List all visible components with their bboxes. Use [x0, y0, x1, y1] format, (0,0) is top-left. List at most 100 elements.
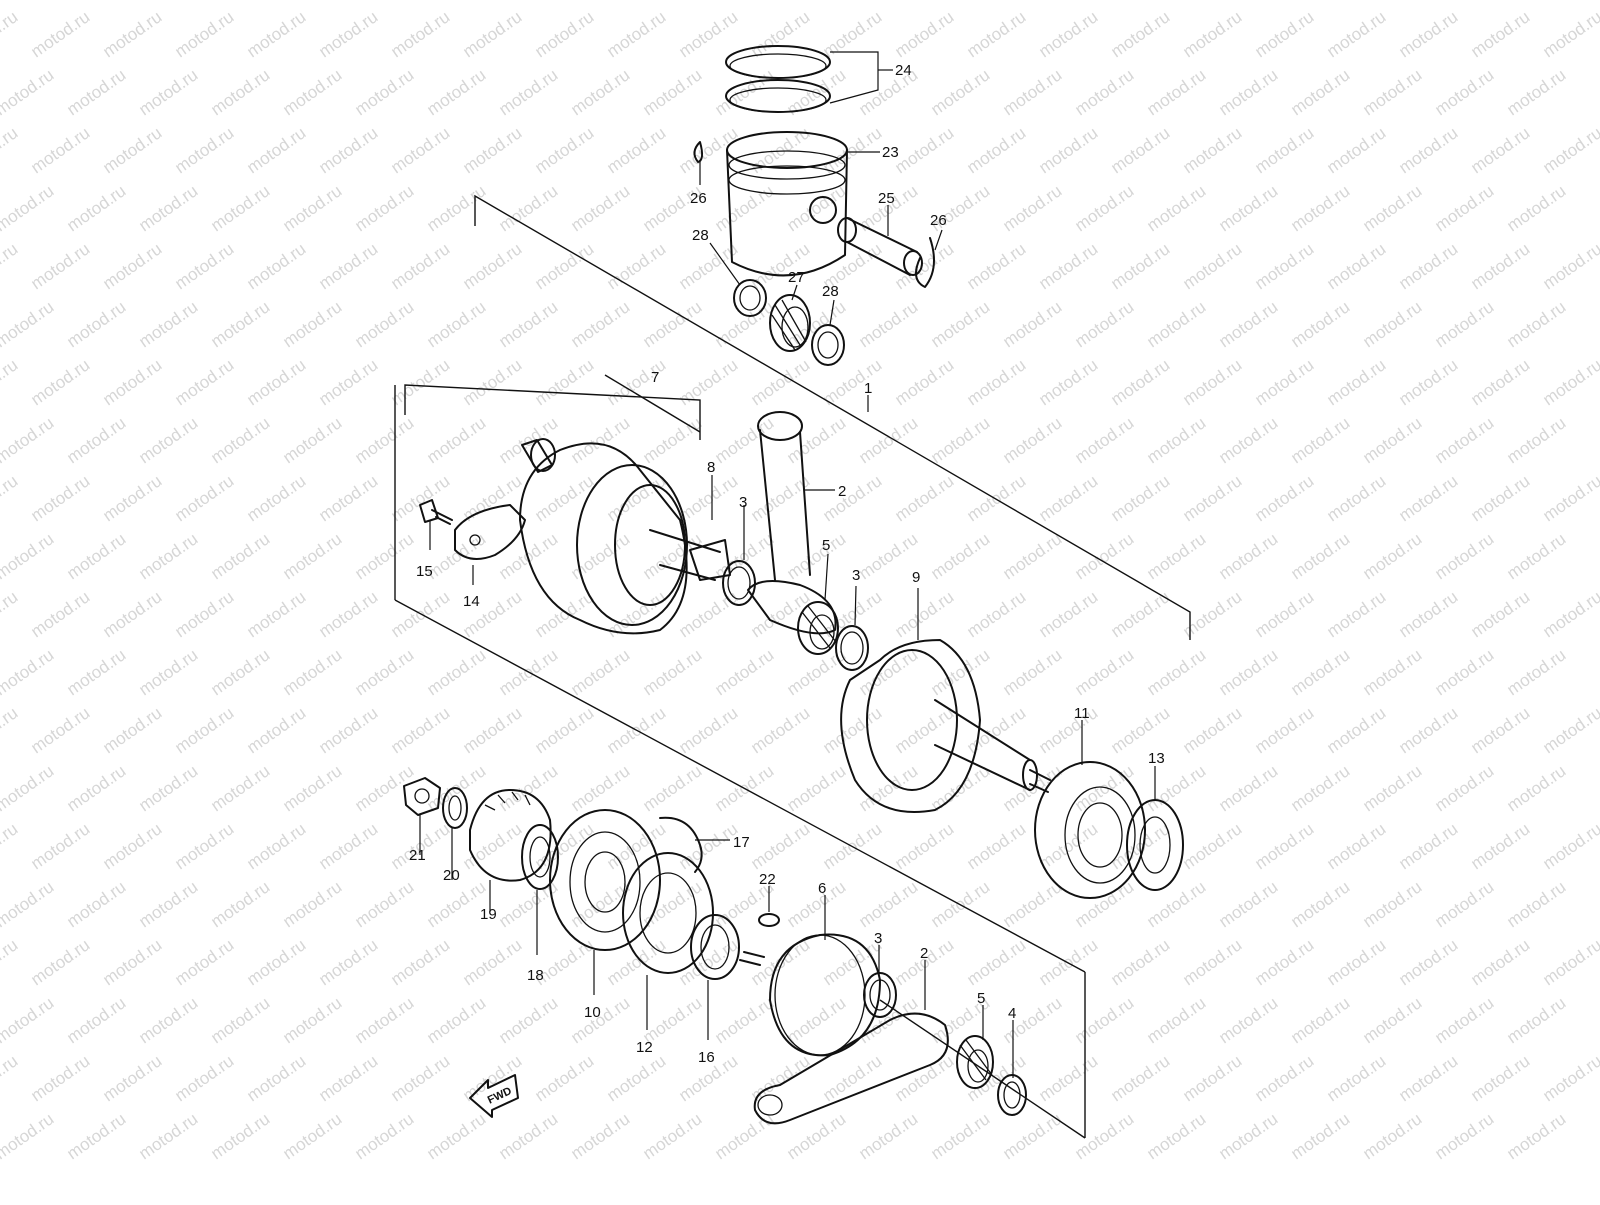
watermark-text: motod.ru	[315, 1051, 381, 1105]
watermark-text: motod.ru	[207, 181, 273, 235]
watermark-text: motod.ru	[1323, 587, 1389, 641]
callout-21: 21	[409, 847, 426, 864]
watermark-text: motod.ru	[135, 1109, 201, 1163]
watermark-text: motod.ru	[0, 123, 21, 177]
watermark-text: motod.ru	[459, 239, 525, 293]
watermark-text: motod.ru	[207, 1109, 273, 1163]
callout-19: 19	[480, 906, 497, 923]
watermark-text: motod.ru	[243, 819, 309, 873]
thrust-washer-28-right	[811, 324, 845, 366]
watermark-text: motod.ru	[1287, 993, 1353, 1047]
watermark-text: motod.ru	[315, 587, 381, 641]
watermark-text: motod.ru	[1035, 239, 1101, 293]
ball-bearing-10	[549, 809, 661, 951]
watermark-text: motod.ru	[531, 123, 597, 177]
watermark-text: motod.ru	[0, 239, 21, 293]
watermark-text: motod.ru	[99, 1051, 165, 1105]
watermark-text: motod.ru	[1539, 587, 1600, 641]
watermark-text: motod.ru	[1035, 7, 1101, 61]
watermark-text: motod.ru	[1323, 239, 1389, 293]
watermark-text: motod.ru	[1071, 993, 1137, 1047]
watermark-text: motod.ru	[1071, 413, 1137, 467]
watermark-text: motod.ru	[963, 355, 1029, 409]
watermark-text: motod.ru	[1071, 181, 1137, 235]
watermark-text: motod.ru	[99, 7, 165, 61]
watermark-text: motod.ru	[279, 529, 345, 583]
watermark-text: motod.ru	[1215, 413, 1281, 467]
watermark-text: motod.ru	[1359, 993, 1425, 1047]
watermark-text: motod.ru	[567, 413, 633, 467]
watermark-text: motod.ru	[1359, 413, 1425, 467]
watermark-text: motod.ru	[459, 7, 525, 61]
watermark-text: motod.ru	[783, 181, 849, 235]
watermark-text: motod.ru	[387, 1051, 453, 1105]
watermark-text: motod.ru	[459, 123, 525, 177]
watermark-text: motod.ru	[1071, 877, 1137, 931]
watermark-text: motod.ru	[819, 1051, 885, 1105]
watermark-text: motod.ru	[279, 761, 345, 815]
watermark-text: motod.ru	[531, 587, 597, 641]
assembly-frame-left-half	[404, 384, 701, 440]
watermark-text: motod.ru	[1143, 65, 1209, 119]
callout-6: 6	[818, 880, 826, 897]
watermark-text: motod.ru	[1467, 819, 1533, 873]
watermark-text: motod.ru	[1143, 993, 1209, 1047]
watermark-text: motod.ru	[1071, 761, 1137, 815]
watermark-text: motod.ru	[603, 123, 669, 177]
watermark-text: motod.ru	[1287, 877, 1353, 931]
watermark-text: motod.ru	[963, 7, 1029, 61]
watermark-text: motod.ru	[1359, 0, 1425, 3]
watermark-text: motod.ru	[63, 761, 129, 815]
watermark-text: motod.ru	[495, 413, 561, 467]
watermark-text: motod.ru	[27, 355, 93, 409]
assembly-frame-diagonal	[394, 599, 1086, 973]
watermark-text: motod.ru	[927, 413, 993, 467]
watermark-text: motod.ru	[1215, 65, 1281, 119]
watermark-text: motod.ru	[1467, 123, 1533, 177]
watermark-text: motod.ru	[495, 0, 561, 3]
watermark-text: motod.ru	[819, 703, 885, 757]
watermark-text: motod.ru	[315, 819, 381, 873]
watermark-text: motod.ru	[171, 471, 237, 525]
watermark-text: motod.ru	[387, 355, 453, 409]
watermark-text: motod.ru	[171, 587, 237, 641]
watermark-text: motod.ru	[1035, 1051, 1101, 1105]
watermark-text: motod.ru	[135, 529, 201, 583]
watermark-text: motod.ru	[351, 65, 417, 119]
watermark-text: motod.ru	[1503, 181, 1569, 235]
watermark-text: motod.ru	[27, 935, 93, 989]
watermark-text: motod.ru	[1035, 587, 1101, 641]
watermark-text: motod.ru	[891, 123, 957, 177]
watermark-text: motod.ru	[639, 413, 705, 467]
watermark-text: motod.ru	[0, 1051, 21, 1105]
watermark-text: motod.ru	[99, 239, 165, 293]
callout-4: 4	[1008, 1005, 1016, 1022]
watermark-text: motod.ru	[1395, 819, 1461, 873]
watermark-text: motod.ru	[963, 471, 1029, 525]
watermark-text: motod.ru	[1539, 7, 1600, 61]
watermark-text: motod.ru	[1431, 0, 1497, 3]
callout-26-left: 26	[690, 190, 707, 207]
watermark-text: motod.ru	[1215, 297, 1281, 351]
ball-bearing-11	[1034, 761, 1146, 899]
callout-23: 23	[882, 144, 899, 161]
watermark-text: motod.ru	[1287, 645, 1353, 699]
watermark-text: motod.ru	[603, 935, 669, 989]
watermark-text: motod.ru	[243, 1051, 309, 1105]
watermark-text: motod.ru	[423, 413, 489, 467]
piston-pin	[837, 217, 923, 276]
watermark-text: motod.ru	[243, 355, 309, 409]
watermark-text: motod.ru	[171, 819, 237, 873]
callout-22: 22	[759, 871, 776, 888]
watermark-text: motod.ru	[279, 0, 345, 3]
watermark-text: motod.ru	[387, 239, 453, 293]
watermark-text: motod.ru	[1431, 529, 1497, 583]
watermark-text: motod.ru	[0, 471, 21, 525]
watermark-text: motod.ru	[1179, 935, 1245, 989]
watermark-text: motod.ru	[1107, 123, 1173, 177]
watermark-text: motod.ru	[855, 413, 921, 467]
watermark-text: motod.ru	[1287, 0, 1353, 3]
watermark-text: motod.ru	[1503, 877, 1569, 931]
callout-24: 24	[895, 62, 912, 79]
watermark-text: motod.ru	[999, 297, 1065, 351]
